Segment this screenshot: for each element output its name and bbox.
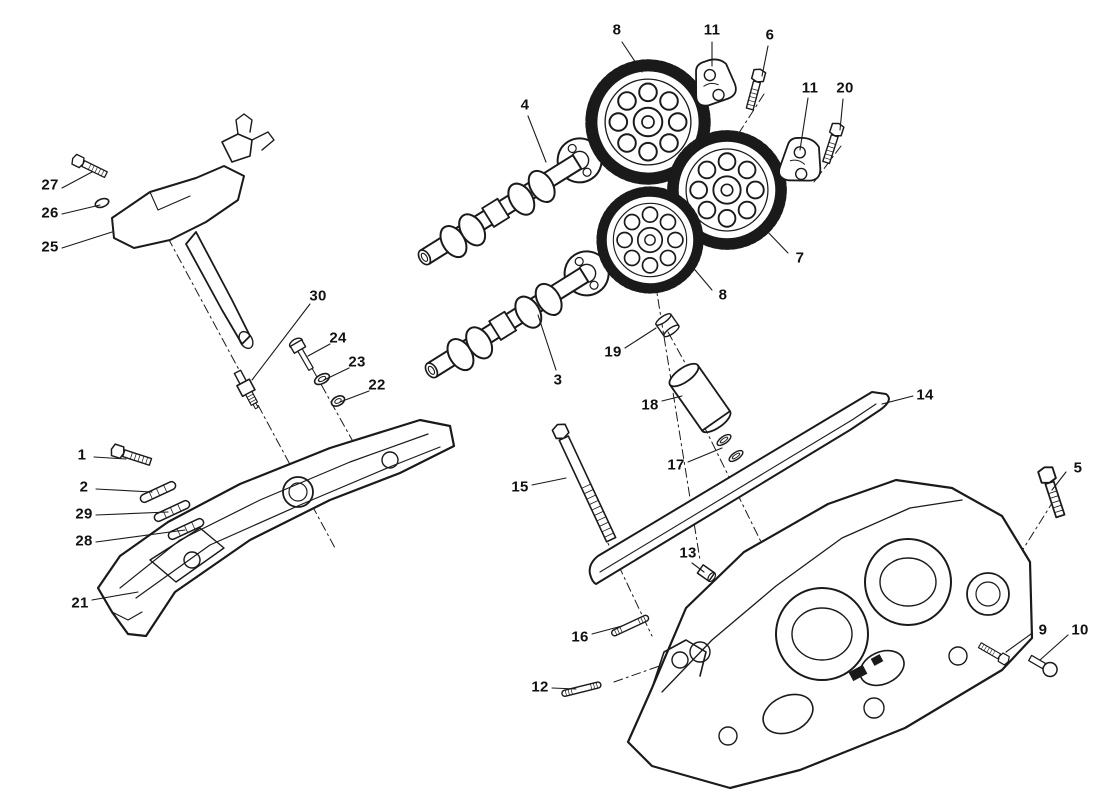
holding-plate-top xyxy=(689,55,742,112)
callout-26: 26 xyxy=(41,204,59,222)
callout-8-top: 8 xyxy=(612,21,622,39)
callout-4: 4 xyxy=(520,96,530,114)
callout-20: 20 xyxy=(836,79,854,97)
cover-bolt xyxy=(108,442,154,469)
camshaft-intake xyxy=(414,242,618,393)
callout-28: 28 xyxy=(75,532,93,550)
stud-bolt-long xyxy=(551,423,617,543)
valve-cap xyxy=(655,313,680,338)
leader-lines xyxy=(61,41,1069,690)
callout-27: 27 xyxy=(41,176,59,194)
callout-12: 12 xyxy=(531,678,549,696)
coil-o-ring xyxy=(94,197,110,209)
callout-15: 15 xyxy=(511,478,529,496)
callout-23: 23 xyxy=(348,353,366,371)
callout-1: 1 xyxy=(77,446,87,464)
callout-10: 10 xyxy=(1071,621,1089,639)
timing-gear-lower xyxy=(601,191,699,289)
callout-18: 18 xyxy=(641,396,659,414)
callout-17: 17 xyxy=(667,456,685,474)
cylinder-head xyxy=(626,478,1034,790)
callout-30: 30 xyxy=(309,287,327,305)
ignition-coil xyxy=(111,113,275,350)
callout-5: 5 xyxy=(1073,459,1083,477)
stud-16 xyxy=(610,613,651,638)
callout-9: 9 xyxy=(1038,621,1048,639)
cover-screw-set xyxy=(288,337,346,407)
sensor-10 xyxy=(1027,654,1058,678)
valve-seals xyxy=(716,433,744,463)
callout-6: 6 xyxy=(765,26,775,44)
spark-plug xyxy=(233,369,259,410)
callout-16: 16 xyxy=(571,628,589,646)
callout-2: 2 xyxy=(79,478,89,496)
callout-22: 22 xyxy=(368,376,386,394)
callout-7: 7 xyxy=(795,249,805,267)
callout-3: 3 xyxy=(553,371,563,389)
callout-19: 19 xyxy=(604,343,622,361)
callout-24: 24 xyxy=(329,329,347,347)
valve-cover xyxy=(96,418,456,638)
callout-13: 13 xyxy=(679,544,697,562)
callout-25: 25 xyxy=(41,238,59,256)
head-bolt-5 xyxy=(1036,464,1069,520)
callout-8-lower: 8 xyxy=(718,286,728,304)
valve-tappet xyxy=(668,362,732,434)
coil-bolt xyxy=(69,152,109,181)
callout-11-right: 11 xyxy=(801,79,819,97)
callout-11-top: 11 xyxy=(703,21,721,39)
callout-21: 21 xyxy=(71,594,89,612)
callout-29: 29 xyxy=(75,505,93,523)
head-gasket xyxy=(588,391,890,585)
cover-gasket-strips xyxy=(139,480,205,541)
callout-14: 14 xyxy=(916,386,934,404)
